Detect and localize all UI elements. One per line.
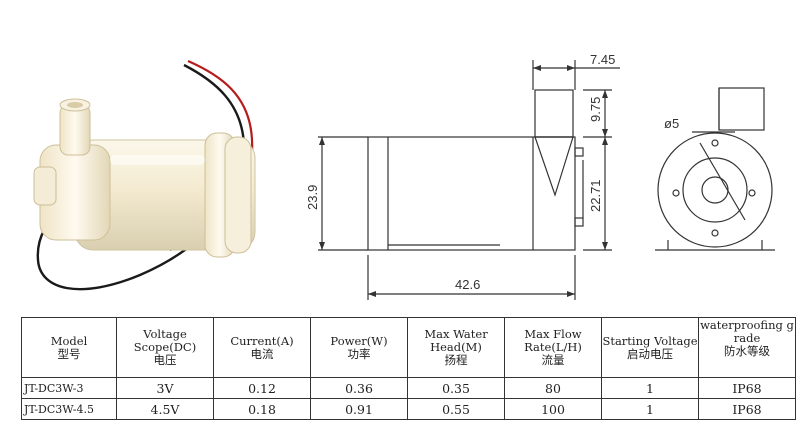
cell-power: 0.36 xyxy=(310,377,408,399)
cell-flow-rate: 80 xyxy=(504,377,602,399)
cell-power: 0.91 xyxy=(310,398,408,420)
cell-starting-voltage: 1 xyxy=(601,377,699,399)
cell-voltage: 4.5V xyxy=(116,398,214,420)
cell-waterproofing: IP68 xyxy=(698,377,796,399)
header-power: Power(W)功率 xyxy=(310,317,408,378)
cell-current: 0.12 xyxy=(213,377,311,399)
cell-flow-rate: 100 xyxy=(504,398,602,420)
cell-water-head: 0.55 xyxy=(407,398,505,420)
dim-length: 42.6 xyxy=(455,277,480,292)
dim-body-height: 22.71 xyxy=(588,179,603,212)
cell-model: JT-DC3W-3 xyxy=(21,377,117,399)
table-row: JT-DC3W-4.5 4.5V 0.18 0.91 0.55 100 1 IP… xyxy=(21,398,796,420)
black-wire xyxy=(36,63,246,291)
cell-water-head: 0.35 xyxy=(407,377,505,399)
cell-voltage: 3V xyxy=(116,377,214,399)
header-voltage: Voltage Scope(DC)电压 xyxy=(116,317,214,378)
header-water-head: Max Water Head(M)扬程 xyxy=(407,317,505,378)
cell-model: JT-DC3W-4.5 xyxy=(21,398,117,420)
pump-photo xyxy=(33,59,256,291)
table-row: JT-DC3W-3 3V 0.12 0.36 0.35 80 1 IP68 xyxy=(21,377,796,399)
header-current: Current(A)电流 xyxy=(213,317,311,378)
cell-current: 0.18 xyxy=(213,398,311,420)
dim-top-width: 7.45 xyxy=(590,52,615,67)
dim-diameter: ø5 xyxy=(664,116,679,131)
dim-total-height: 23.9 xyxy=(305,185,320,210)
dimension-drawing: 7.45 9.75 22.71 23.9 42.6 ø5 xyxy=(305,52,775,300)
dim-outlet-height: 9.75 xyxy=(588,97,603,122)
cell-waterproofing: IP68 xyxy=(698,398,796,420)
side-view-body xyxy=(367,136,576,251)
header-flow-rate: Max Flow Rate(L/H)流量 xyxy=(504,317,602,378)
cell-starting-voltage: 1 xyxy=(601,398,699,420)
end-view-outer xyxy=(657,132,773,248)
